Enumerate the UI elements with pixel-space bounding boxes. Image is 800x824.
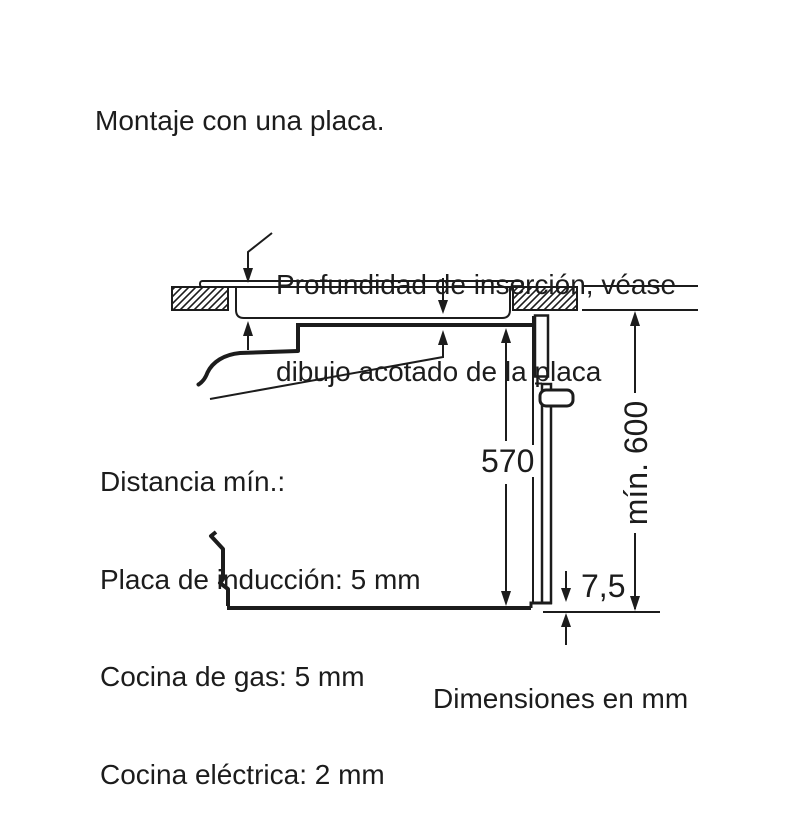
worktop-section-left [171,286,229,311]
clearance-arrowhead-mid [438,330,448,345]
oven-door-edge [540,382,553,605]
dim-570-arrowhead-bottom [501,591,511,606]
insertion-arrowhead-mid [438,300,448,314]
installation-diagram [171,232,698,645]
dim-570-arrowhead-top [501,328,511,343]
diagram-title: Montaje con una placa. [95,105,385,136]
insertion-leader-left [247,232,273,269]
insertion-depth-note: Profundidad de inserción, véase dibujo a… [276,212,676,415]
min-distance-heading: Distancia mín.: [100,466,286,497]
dimension-label-570: 570 [479,443,537,479]
clearance-leader [209,345,444,400]
dim-min600-arrowhead-bottom [630,596,640,611]
door-bottom-line [529,601,552,608]
dimension-label-min-600: mín. 600 [618,400,654,526]
clearance-arrowhead-left [243,321,253,336]
oven-control-panel-edge [533,314,550,378]
min-distance-note: Distancia mín.: Placa de inducción: 5 mm… [100,401,421,824]
min-distance-item-electric: Cocina eléctrica: 2 mm [100,758,385,790]
cabinet-break-line [209,530,230,606]
worktop-lines-right [582,285,698,311]
insertion-depth-note-line1: Profundidad de inserción, véase [276,269,677,300]
min-distance-item-gas: Cocina de gas: 5 mm [100,661,365,692]
dimension-label-7-5: 7,5 [579,568,628,604]
oven-handle [538,388,575,408]
oven-top-rear-curve [196,349,300,387]
insertion-arrowhead-left [243,268,253,283]
dim-min600-arrowhead-top [630,311,640,326]
arrowheads [243,268,640,627]
insertion-depth-note-line2: dibujo acotado de la placa [276,356,602,387]
min-distance-item-induction: Placa de inducción: 5 mm [100,563,421,595]
dim-75-arrowhead-up [561,613,571,627]
worktop-section-right [512,286,578,311]
dim-75-arrowhead-down [561,588,571,602]
units-note: Dimensiones en mm [433,683,689,714]
